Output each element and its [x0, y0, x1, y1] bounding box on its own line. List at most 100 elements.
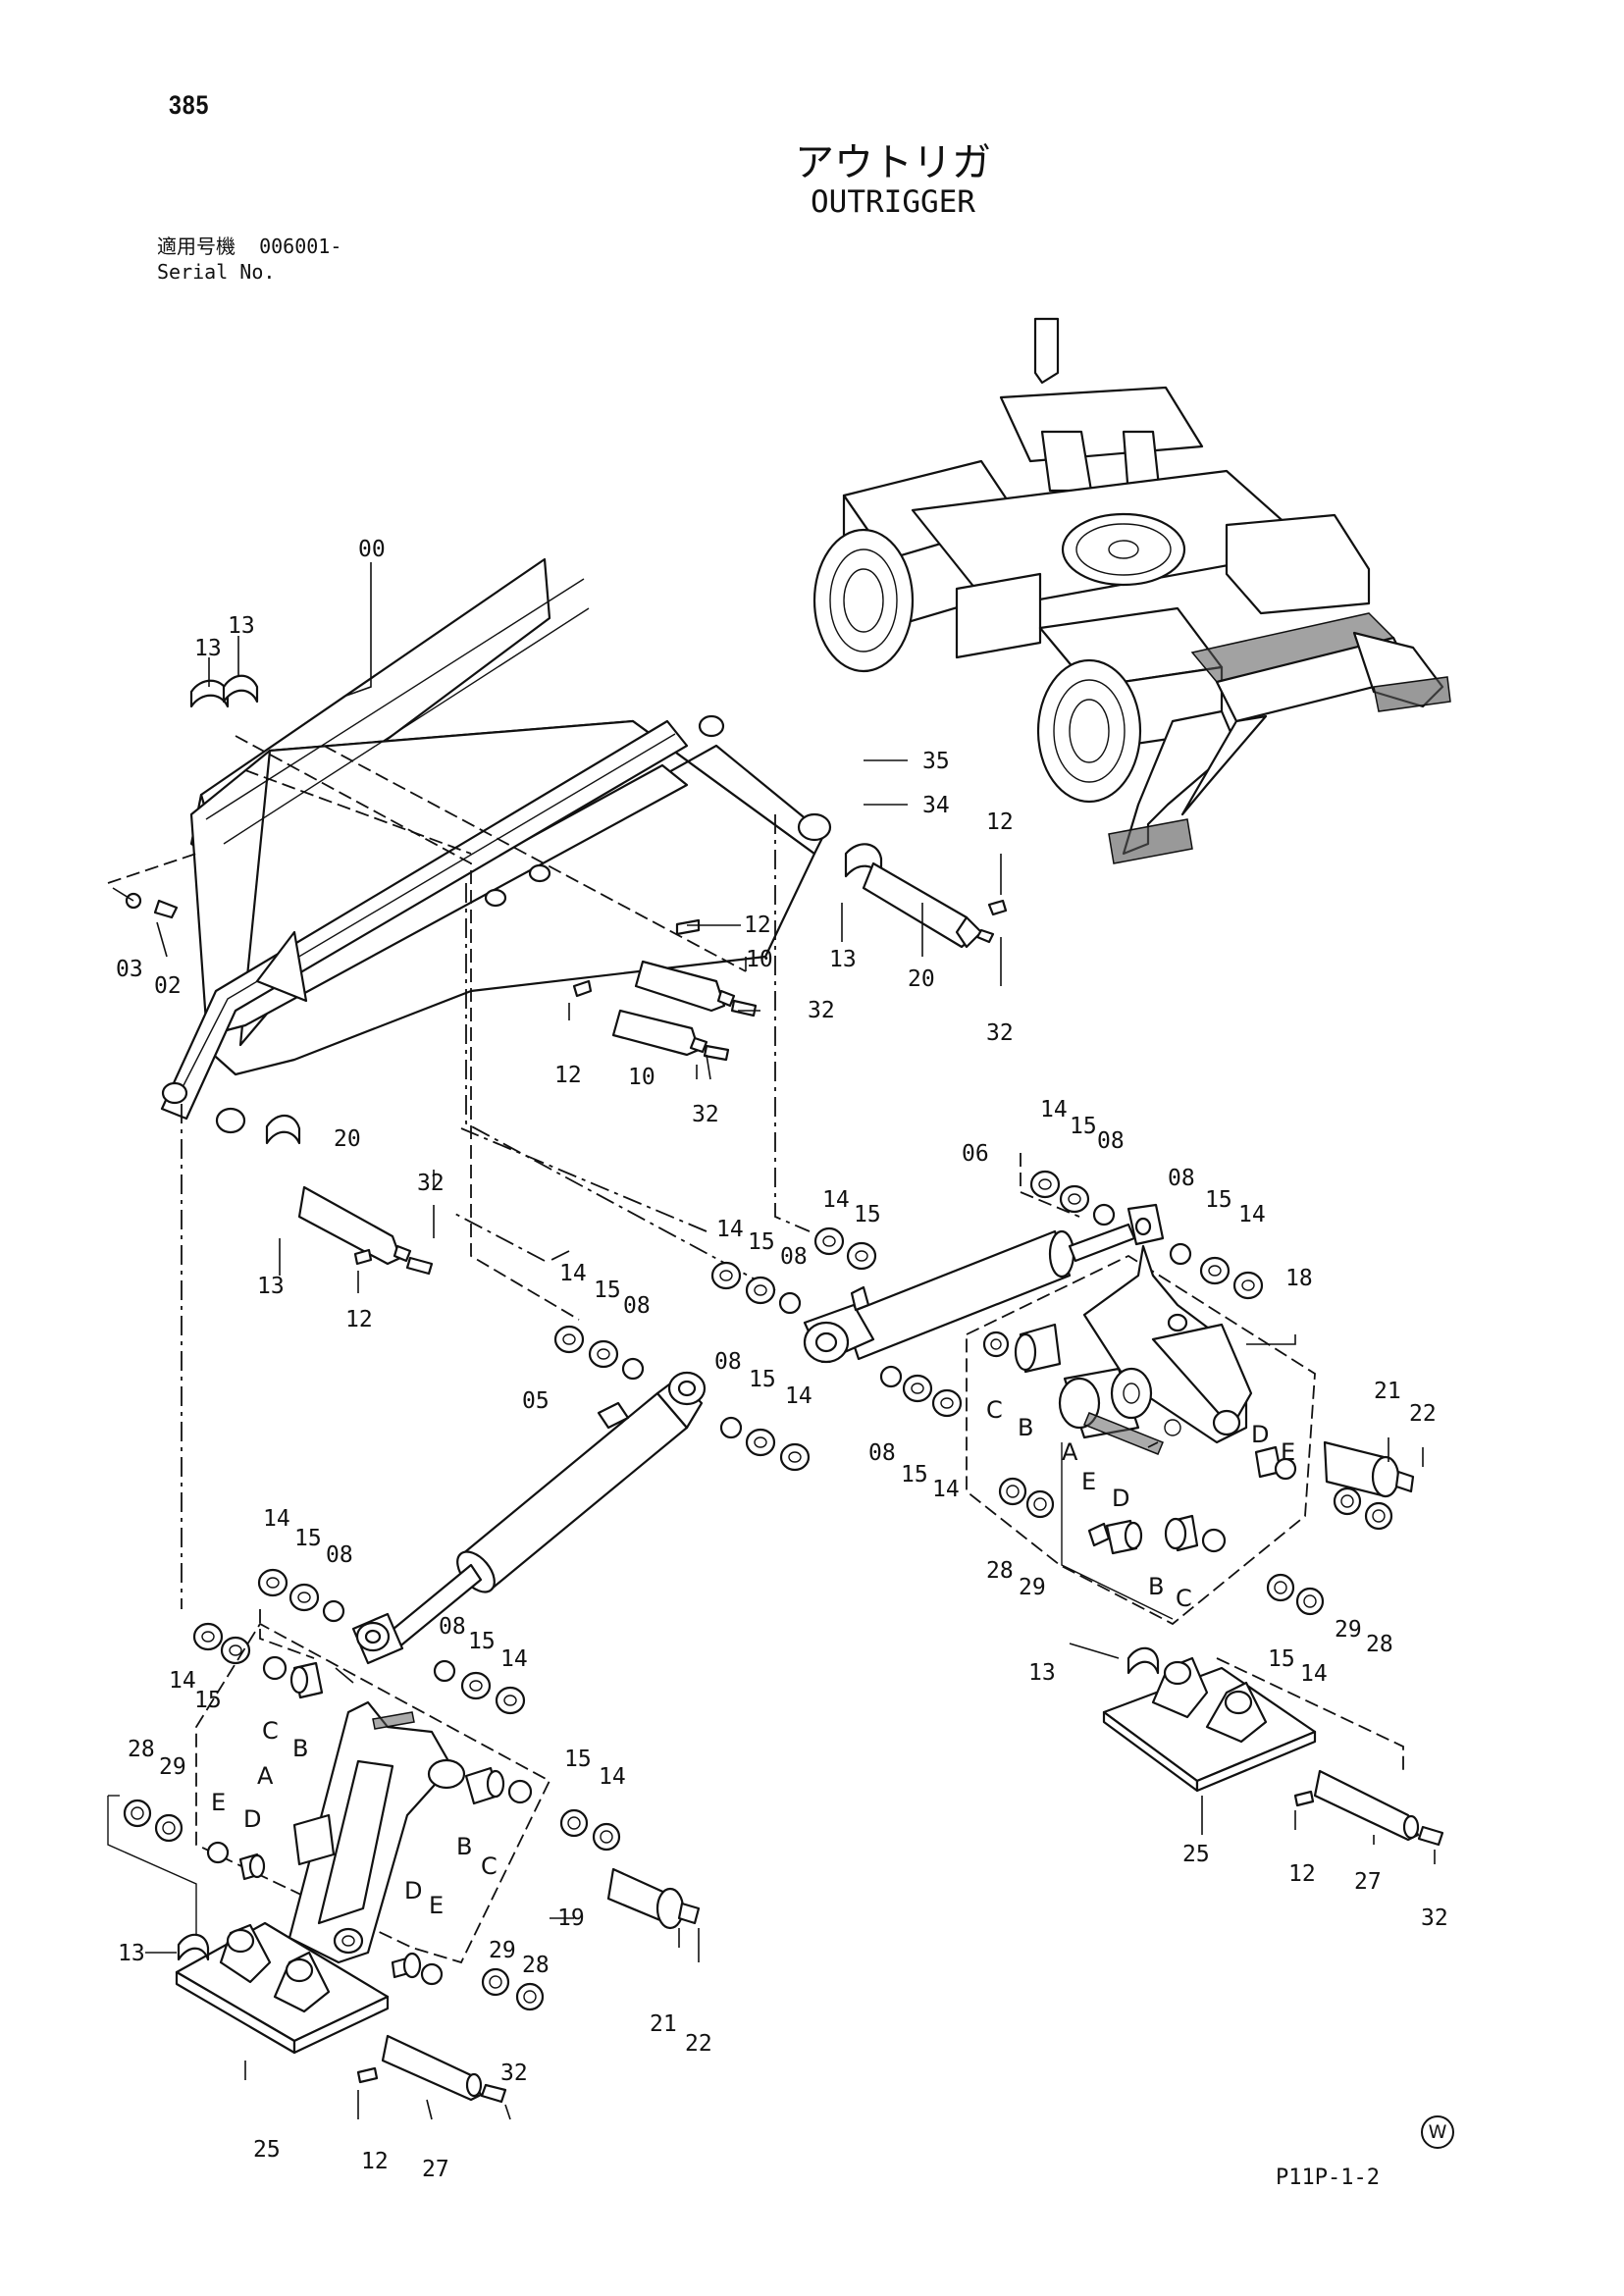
callout-14: 14 [1300, 1661, 1328, 1687]
callout-32: 32 [986, 1020, 1014, 1046]
callout-14: 14 [1040, 1097, 1068, 1122]
callout-02: 02 [154, 973, 182, 999]
callout-08: 08 [1168, 1166, 1195, 1191]
callout-32: 32 [417, 1171, 445, 1196]
callout-05: 05 [522, 1388, 550, 1414]
callout-27: 27 [1354, 1869, 1382, 1895]
title-japanese: アウトリガ [795, 140, 991, 185]
serial-value: 006001- [259, 235, 342, 258]
vehicle-overview [812, 317, 1451, 864]
callout-14: 14 [822, 1187, 850, 1213]
callout-15: 15 [1070, 1114, 1097, 1139]
callout-12: 12 [554, 1063, 582, 1088]
letter-d: D [404, 1877, 422, 1905]
serial-label-en: Serial No. [157, 260, 276, 284]
serial-label-jp: 適用号機 [157, 235, 236, 258]
callout-28: 28 [986, 1558, 1014, 1584]
callout-06: 06 [962, 1141, 989, 1167]
frame-leaders [112, 562, 1002, 1293]
assembly-lines [107, 735, 811, 1609]
callout-10: 10 [628, 1065, 655, 1090]
letter-c: C [986, 1396, 1003, 1424]
callout-29: 29 [1019, 1575, 1046, 1600]
callout-25: 25 [253, 2137, 281, 2163]
w-symbol: W [1421, 2115, 1454, 2149]
callout-32: 32 [500, 2061, 528, 2086]
callout-21: 21 [650, 2011, 677, 2037]
callout-15: 15 [194, 1688, 222, 1713]
callout-03: 03 [116, 957, 143, 982]
callout-14: 14 [500, 1646, 528, 1672]
callout-27: 27 [422, 2157, 449, 2182]
callout-12: 12 [361, 2149, 389, 2174]
letter-e: E [1081, 1468, 1096, 1495]
callout-15: 15 [1205, 1187, 1232, 1213]
callout-32: 32 [1421, 1905, 1448, 1931]
title-english: OUTRIGGER [811, 184, 975, 220]
callout-20: 20 [908, 966, 935, 992]
callout-15: 15 [594, 1278, 621, 1303]
callout-14: 14 [169, 1668, 196, 1694]
cyl-05-washers [192, 1325, 811, 1715]
callout-00: 00 [358, 537, 386, 562]
callout-22: 22 [685, 2031, 712, 2057]
callout-10: 10 [746, 947, 773, 972]
letter-d: D [1112, 1485, 1129, 1512]
cylinder-06 [803, 1203, 1165, 1364]
callout-08: 08 [780, 1244, 808, 1270]
callout-34: 34 [922, 793, 950, 818]
letter-c: C [481, 1852, 498, 1880]
callout-35: 35 [922, 749, 950, 774]
callout-29: 29 [489, 1938, 516, 1963]
letter-a: A [1062, 1438, 1078, 1466]
callout-25: 25 [1182, 1842, 1210, 1867]
callout-08: 08 [439, 1614, 466, 1640]
letter-b: B [1018, 1414, 1033, 1441]
letter-a: A [257, 1762, 274, 1790]
callout-21: 21 [1374, 1379, 1401, 1404]
bracket-assembly-19 [107, 1609, 701, 2011]
frame-hardware [125, 674, 1008, 1276]
letter-d: D [243, 1805, 261, 1833]
letter-b: B [456, 1833, 472, 1860]
callout-numbers: 00 13 13 03 02 35 34 12 12 13 20 32 10 1… [116, 537, 1448, 2182]
callout-15: 15 [294, 1526, 322, 1551]
serial-info: 適用号機 006001- Serial No. [157, 234, 341, 285]
callout-14: 14 [716, 1217, 744, 1242]
right-foot-pad-25 [1102, 1646, 1444, 1847]
callout-12: 12 [345, 1307, 373, 1332]
callout-32: 32 [692, 1102, 719, 1127]
callout-29: 29 [159, 1754, 186, 1780]
letter-b: B [292, 1735, 308, 1762]
letter-b: B [1148, 1573, 1164, 1600]
cyl-06-washers [710, 1170, 1264, 1418]
callout-15: 15 [564, 1747, 592, 1772]
letter-e: E [1281, 1438, 1295, 1466]
callout-19: 19 [557, 1905, 585, 1931]
bracket-assembly-18 [966, 1153, 1415, 1626]
callout-13: 13 [257, 1274, 285, 1299]
callout-13: 13 [829, 947, 857, 972]
left-foot-pad-25 [175, 1921, 507, 2104]
callout-18: 18 [1285, 1266, 1313, 1291]
callout-13: 13 [1028, 1660, 1056, 1686]
callout-14: 14 [1238, 1202, 1266, 1227]
callout-14: 14 [785, 1383, 812, 1409]
letter-e: E [429, 1892, 444, 1919]
callout-13: 13 [228, 613, 255, 639]
callout-32: 32 [808, 998, 835, 1023]
callout-28: 28 [522, 1953, 550, 1978]
callout-15: 15 [749, 1367, 776, 1392]
subpart-letters: A B C D E D E B C A B C D E D E B C [211, 1396, 1295, 1919]
letter-d: D [1251, 1421, 1269, 1448]
callout-08: 08 [326, 1542, 353, 1568]
callout-15: 15 [1268, 1646, 1295, 1672]
callout-22: 22 [1409, 1401, 1437, 1427]
callout-08: 08 [623, 1293, 651, 1319]
callout-20: 20 [334, 1126, 361, 1152]
callout-14: 14 [263, 1506, 290, 1532]
callout-12: 12 [986, 809, 1014, 835]
callout-15: 15 [854, 1202, 881, 1227]
right-leaders [145, 1334, 1436, 2120]
